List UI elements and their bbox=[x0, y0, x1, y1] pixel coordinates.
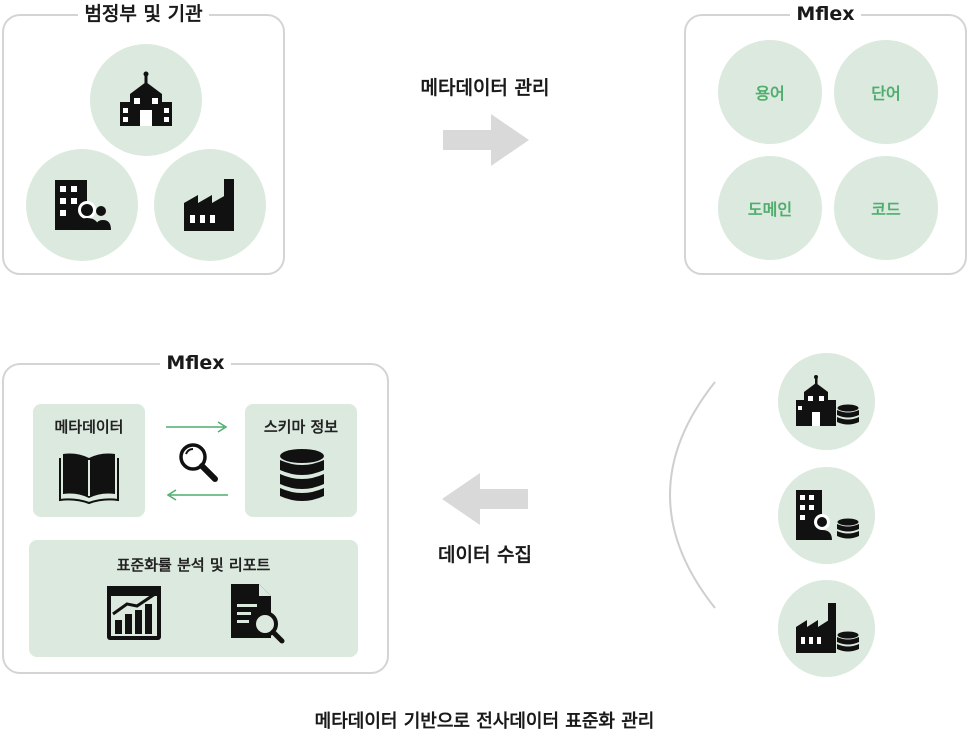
database-icon bbox=[280, 449, 324, 501]
domain-circle: 도메인 bbox=[718, 156, 822, 260]
office-database-icon bbox=[795, 489, 859, 540]
code-label: 코드 bbox=[871, 200, 901, 219]
report-box: 표준화률 분석 및 리포트 bbox=[29, 540, 358, 657]
data-collection-label: 데이터 수집 bbox=[437, 544, 532, 566]
book-icon bbox=[59, 453, 119, 504]
report-label: 표준화률 분석 및 리포트 bbox=[116, 556, 271, 574]
schema-box: 스키마 정보 bbox=[245, 404, 357, 517]
factory-icon bbox=[184, 179, 234, 231]
document-search-icon bbox=[231, 584, 285, 644]
term-circle: 용어 bbox=[718, 40, 822, 144]
mflex-dictionary-title: Mflex bbox=[790, 3, 861, 25]
factory-source-circle bbox=[778, 580, 875, 677]
agencies-panel-title: 범정부 및 기관 bbox=[78, 3, 209, 25]
school-circle bbox=[90, 44, 202, 156]
school-source-circle bbox=[778, 353, 875, 450]
agencies-panel: 범정부 및 기관 bbox=[2, 3, 285, 275]
factory-circle bbox=[154, 149, 266, 261]
sync-right-arrow-icon bbox=[166, 421, 228, 433]
word-circle: 단어 bbox=[834, 40, 938, 144]
left-arrow-icon bbox=[442, 473, 528, 525]
office-circle bbox=[26, 149, 138, 261]
schema-label: 스키마 정보 bbox=[263, 418, 339, 436]
magnifier-icon bbox=[179, 443, 218, 482]
metadata-management-label: 메타데이터 관리 bbox=[420, 77, 550, 99]
mflex-dictionary-panel: Mflex 용어 단어 도메인 코드 bbox=[684, 3, 967, 275]
domain-label: 도메인 bbox=[747, 200, 793, 219]
metadata-box: 메타데이터 bbox=[33, 404, 145, 517]
word-label: 단어 bbox=[871, 84, 901, 103]
office-building-people-icon bbox=[55, 180, 111, 230]
school-database-icon bbox=[795, 374, 859, 426]
school-building-icon bbox=[120, 71, 172, 126]
metadata-label: 메타데이터 bbox=[54, 418, 124, 436]
code-circle: 코드 bbox=[834, 156, 938, 260]
right-arrow-icon bbox=[443, 114, 529, 166]
sync-left-arrow-icon bbox=[166, 489, 228, 501]
term-label: 용어 bbox=[755, 84, 785, 103]
factory-database-icon bbox=[795, 602, 859, 653]
chart-icon bbox=[107, 586, 161, 640]
bracket-arc bbox=[669, 381, 716, 609]
mflex-analysis-panel: Mflex 메타데이터 스키마 정보 표준화률 분석 및 리포트 bbox=[2, 352, 389, 674]
mflex-analysis-title: Mflex bbox=[160, 352, 231, 374]
footer-caption: 메타데이터 기반으로 전사데이터 표준화 관리 bbox=[314, 711, 655, 732]
office-source-circle bbox=[778, 467, 875, 564]
